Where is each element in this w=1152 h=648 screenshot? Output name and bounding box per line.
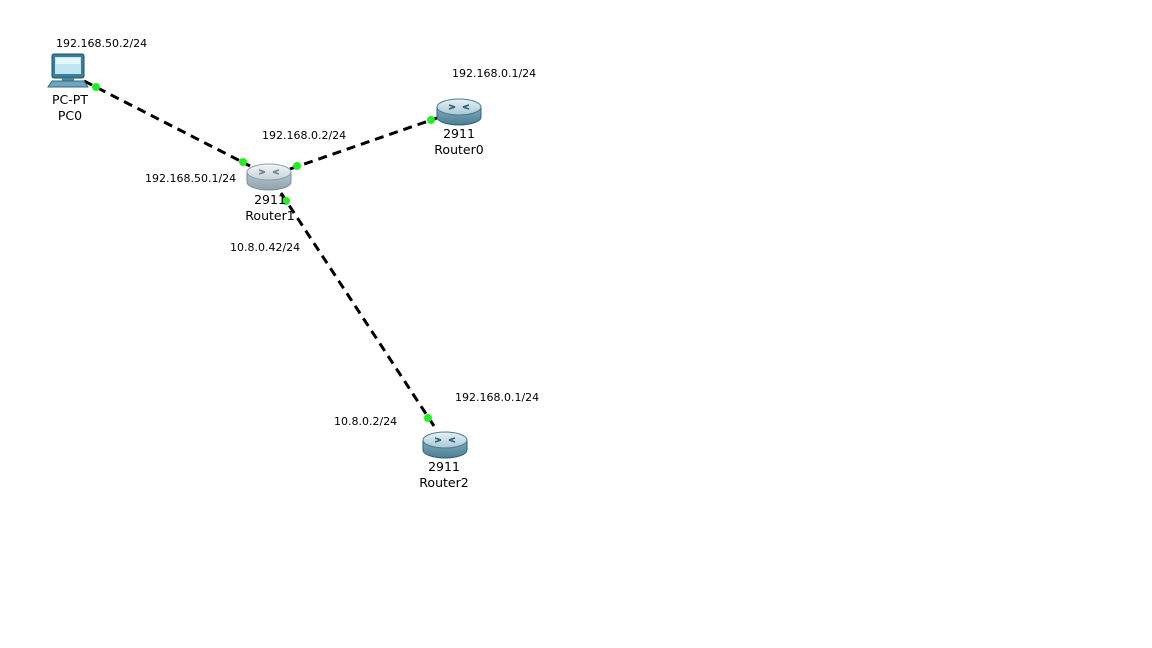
link-router1-router0[interactable]	[289, 116, 438, 171]
device-model: 2911	[443, 126, 475, 141]
device-name: Router2	[419, 475, 469, 490]
device-model: 2911	[254, 192, 286, 207]
router-icon[interactable]	[246, 163, 292, 191]
device-label-pc0: PC-PT PC0	[40, 92, 100, 124]
ip-label-router1-r0-side: 192.168.0.2/24	[262, 129, 347, 142]
router-icon[interactable]	[422, 431, 468, 459]
device-name: PC0	[57, 108, 83, 123]
port-status-dot	[427, 116, 435, 124]
link-router1-router2[interactable]	[279, 192, 436, 427]
port-status-dot	[92, 83, 100, 91]
link-pc0-router1[interactable]	[83, 79, 251, 168]
device-name: Router0	[434, 142, 484, 157]
ip-label-router2-link: 10.8.0.2/24	[334, 415, 398, 428]
port-status-dot	[239, 158, 247, 166]
ip-label-router2-other: 192.168.0.1/24	[455, 391, 540, 404]
device-label-router2: 2911 Router2	[414, 459, 474, 491]
ip-label-router1-r2-side: 10.8.0.42/24	[230, 241, 301, 254]
links	[83, 79, 438, 427]
ip-label-pc0: 192.168.50.2/24	[56, 37, 148, 50]
ip-label-router1-pc-side: 192.168.50.1/24	[145, 172, 237, 185]
device-model: 2911	[428, 459, 460, 474]
ip-label-router0: 192.168.0.1/24	[452, 67, 537, 80]
router-icon[interactable]	[436, 98, 482, 126]
port-status-dot	[282, 197, 290, 205]
pc-icon[interactable]	[47, 53, 89, 88]
device-label-router0: 2911 Router0	[429, 126, 489, 158]
device-label-router1: 2911 Router1	[240, 192, 300, 224]
port-indicators	[92, 83, 435, 422]
port-status-dot	[293, 162, 301, 170]
device-name: Router1	[245, 208, 295, 223]
device-model: PC-PT	[52, 92, 88, 107]
port-status-dot	[424, 414, 432, 422]
